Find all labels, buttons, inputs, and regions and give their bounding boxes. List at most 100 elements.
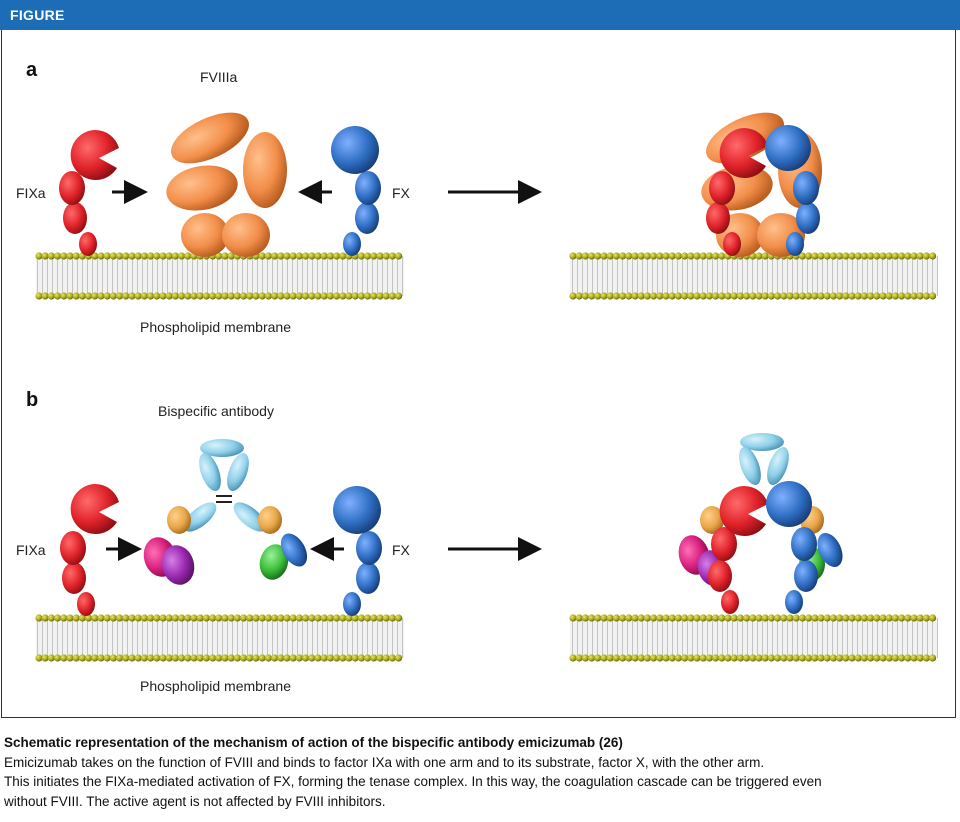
fixa-protein-b <box>60 484 119 616</box>
lipid-head <box>320 292 328 300</box>
lipid-head <box>594 292 602 300</box>
lipid-head <box>910 292 918 300</box>
lipid-head <box>575 654 583 662</box>
lipid-head <box>277 292 285 300</box>
lipid-head <box>295 654 303 662</box>
lipid-head <box>295 292 303 300</box>
lipid-head <box>823 614 831 622</box>
membrane-b-left <box>35 614 404 662</box>
lipid-head <box>600 614 608 622</box>
lipid-head <box>619 292 627 300</box>
lipid-head <box>705 292 714 300</box>
lipid-head <box>569 292 577 300</box>
lipid-head <box>854 614 862 622</box>
lipid-head <box>600 292 608 300</box>
lipid-head <box>724 614 732 622</box>
lipid-head <box>134 252 142 260</box>
lipid-head <box>147 654 155 662</box>
lipid-head <box>364 614 372 622</box>
lipid-head <box>743 614 751 622</box>
lipid-head <box>786 614 794 622</box>
lipid-head <box>165 614 173 622</box>
lipid-head <box>693 292 701 300</box>
fx-protein-a <box>331 126 381 256</box>
lipid-head <box>227 292 235 300</box>
lipid-head <box>370 292 378 300</box>
lipid-head <box>879 654 887 662</box>
lipid-head <box>749 654 757 662</box>
lipid-head <box>246 292 254 300</box>
lipid-head <box>662 614 670 622</box>
lipid-head <box>836 654 844 662</box>
lipid-head <box>823 252 831 260</box>
lipid-head <box>823 292 831 300</box>
lipid-head <box>929 614 937 622</box>
tenase-complex-a <box>701 112 822 257</box>
lipid-head <box>221 292 229 300</box>
lipid-head <box>662 292 670 300</box>
lipid-head <box>848 654 856 662</box>
lipid-head <box>283 654 291 662</box>
lipid-head <box>761 614 769 622</box>
lipid-head <box>569 654 577 662</box>
lipid-head <box>339 614 347 622</box>
lipid-head <box>922 614 931 622</box>
lipid-head <box>904 252 912 260</box>
lipid-head <box>357 252 365 260</box>
membrane-a-left <box>35 252 404 300</box>
lipid-head <box>78 654 86 662</box>
lipid-head <box>314 292 322 300</box>
lipid-head <box>72 654 80 662</box>
lipid-head <box>668 252 676 260</box>
lipid-head <box>637 614 645 622</box>
lipid-head <box>805 292 813 300</box>
lipid-head <box>898 614 906 622</box>
lipid-head <box>836 252 844 260</box>
lipid-head <box>600 654 608 662</box>
lipid-head <box>867 252 875 260</box>
lipid-head <box>910 252 918 260</box>
lipid-head <box>637 654 645 662</box>
lipid-head <box>774 654 782 662</box>
lipid-head <box>35 252 43 260</box>
lipid-head <box>147 252 155 260</box>
lipid-head <box>302 252 310 260</box>
lipid-head <box>873 614 881 622</box>
lipid-head <box>693 252 701 260</box>
lipid-head <box>904 614 912 622</box>
lipid-head <box>588 292 596 300</box>
lipid-head <box>97 292 105 300</box>
lipid-head <box>258 654 266 662</box>
lipid-head <box>202 292 210 300</box>
lipid-head <box>581 614 590 622</box>
lipid-head <box>221 654 229 662</box>
lipid-head <box>91 292 99 300</box>
lipid-head <box>885 252 893 260</box>
lipid-head <box>165 654 173 662</box>
lipid-head <box>395 614 403 622</box>
lipid-tails <box>570 256 938 296</box>
lipid-head <box>178 292 186 300</box>
lipid-head <box>72 252 80 260</box>
lipid-head <box>798 614 807 622</box>
lipid-head <box>357 654 365 662</box>
lipid-head <box>215 654 223 662</box>
lipid-head <box>656 654 664 662</box>
membrane-a-right <box>569 252 938 300</box>
lipid-head <box>388 614 396 622</box>
lipid-head <box>382 614 390 622</box>
lipid-head <box>47 252 56 260</box>
lipid-head <box>891 614 900 622</box>
lipid-head <box>805 614 813 622</box>
lipid-head <box>60 292 68 300</box>
lipid-head <box>631 252 639 260</box>
lipid-head <box>109 614 117 622</box>
lipid-head <box>699 614 707 622</box>
lipid-head <box>116 292 124 300</box>
lipid-head <box>612 292 621 300</box>
lipid-head <box>631 614 639 622</box>
lipid-head <box>252 292 260 300</box>
lipid-head <box>85 614 93 622</box>
lipid-head <box>817 252 825 260</box>
lipid-head <box>854 252 862 260</box>
